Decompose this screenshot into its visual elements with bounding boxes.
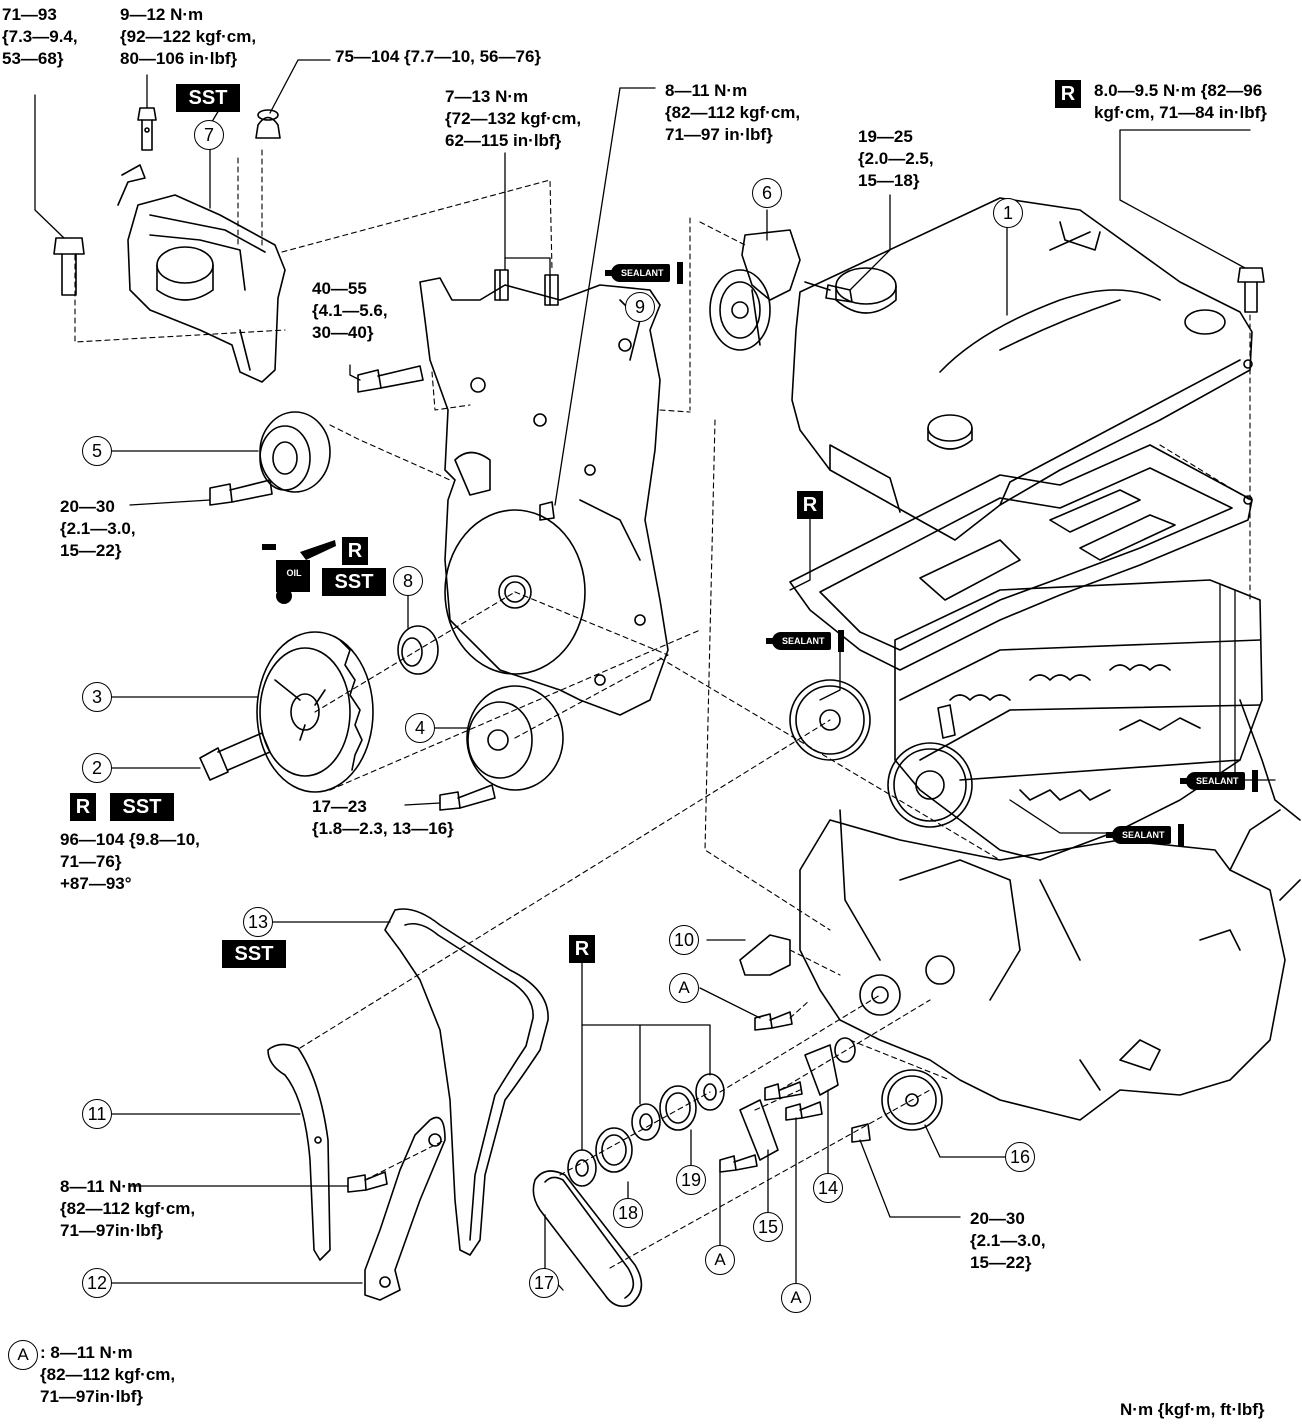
torque-spec-head-cover-bolt: 8.0—9.5 N·m {82—96 kgf·cm, 71—84 in·lbf}	[1094, 81, 1267, 122]
cover-bolt	[1237, 267, 1265, 313]
sst-tag-oil-seal: SST	[322, 568, 386, 596]
torque-spec-guide-bolt: 8—11 N·m {82—112 kgf·cm, 71—97in·lbf}	[60, 1177, 196, 1240]
front-oil-seal	[397, 625, 439, 675]
idler-pulley-4	[439, 685, 564, 811]
sealant-icon-block: SEALANT	[1106, 824, 1186, 846]
engine-mount	[117, 107, 286, 383]
oil-pump-sprocket-16	[851, 1069, 943, 1143]
callout-1: 1	[993, 198, 1023, 228]
oil-pump-chain	[532, 1170, 643, 1308]
timing-chain-cover	[419, 269, 669, 716]
callout-15: 15	[753, 1212, 783, 1242]
callout-14: 14	[813, 1173, 843, 1203]
callout-8: 8	[393, 566, 423, 596]
oil-label: OIL	[286, 568, 302, 578]
callout-3: 3	[82, 682, 112, 712]
chain-tensioner-arm-12	[364, 1116, 446, 1301]
idler-pulley-5	[209, 411, 331, 506]
mount-bolt	[53, 237, 85, 296]
callout-a-2: A	[705, 1245, 735, 1275]
replace-tag-washers: R	[569, 935, 595, 963]
sealant-label: SEALANT	[611, 264, 670, 282]
callout-18: 18	[613, 1198, 643, 1228]
cylinder-head	[894, 579, 1263, 861]
legend-callout-a: A	[8, 1340, 38, 1370]
callout-a-3: A	[781, 1283, 811, 1313]
front-cover-bolts	[357, 365, 555, 521]
replace-tag-gasket: R	[797, 491, 823, 519]
callout-11: 11	[82, 1099, 112, 1129]
sealant-label: SEALANT	[1112, 826, 1171, 844]
sst-tag-timing-chain: SST	[222, 940, 286, 968]
torque-spec-idler-4-bolt: 17—23 {1.8—2.3, 13—16}	[312, 797, 454, 838]
replace-tag-head-cover-bolt: R	[1055, 80, 1081, 108]
callout-a-1: A	[669, 973, 699, 1003]
sealant-label: SEALANT	[1186, 772, 1245, 790]
callout-4: 4	[405, 713, 435, 743]
torque-spec-crank-bolt: 96—104 {9.8—10, 71—76} +87—93°	[60, 830, 200, 893]
replace-tag-oil-seal: R	[342, 537, 368, 565]
callout-7: 7	[194, 120, 224, 150]
legend-torque-a: : 8—11 N·m {82—112 kgf·cm, 71—97in·lbf}	[40, 1343, 176, 1406]
callout-6: 6	[752, 178, 782, 208]
callout-9: 9	[625, 292, 655, 322]
torque-spec-sprocket-bolt: 20—30 {2.1—3.0, 15—22}	[970, 1209, 1046, 1272]
torque-spec-idler-bolt: 20—30 {2.1—3.0, 15—22}	[60, 497, 136, 560]
oil-can-icon	[262, 540, 336, 604]
callout-2: 2	[82, 753, 112, 783]
callout-10: 10	[669, 925, 699, 955]
sst-tag-crank-bolt: SST	[110, 793, 174, 821]
camshaft-sprockets	[789, 679, 973, 828]
cylinder-head-gasket	[789, 444, 1253, 671]
units-label: N·m {kgf·m, ft·lbf}	[1120, 1400, 1265, 1419]
callout-12: 12	[82, 1268, 112, 1298]
replace-tag-crank-bolt: R	[70, 793, 96, 821]
callout-16: 16	[1005, 1142, 1035, 1172]
drive-belt-auto-tensioner	[709, 229, 853, 351]
sealant-label: SEALANT	[772, 632, 831, 650]
torque-spec-tensioner-bolt: 19—25 {2.0—2.5, 15—18}	[858, 127, 934, 190]
washers-and-gears	[567, 1073, 725, 1187]
torque-spec-mount-bolt: 71—93 {7.3—9.4, 53—68}	[2, 5, 78, 68]
callout-19: 19	[676, 1165, 706, 1195]
torque-spec-front-cover-bolt: 40—55 {4.1—5.6, 30—40}	[312, 279, 388, 342]
timing-chain	[384, 908, 549, 1256]
crankshaft-pulley	[256, 631, 374, 793]
torque-spec-mount-nut: 75—104 {7.7—10, 56—76}	[335, 47, 542, 66]
torque-spec-cover-bolt: 8—11 N·m {82—112 kgf·cm, 71—97 in·lbf}	[665, 81, 801, 144]
sealant-icon-head-rear: SEALANT	[1180, 770, 1260, 792]
torque-spec-mount-top-bolt: 9—12 N·m {92—122 kgf·cm, 80—106 in·lbf}	[120, 5, 257, 68]
callout-13: 13	[243, 907, 273, 937]
cylinder-head-cover	[791, 197, 1253, 541]
sst-tag-mount: SST	[176, 84, 240, 112]
callout-5: 5	[82, 436, 112, 466]
crankshaft-pulley-lock-bolt	[199, 732, 271, 781]
sealant-icon-head-front: SEALANT	[766, 630, 846, 652]
torque-spec-cover-stud: 7—13 N·m {72—132 kgf·cm, 62—115 in·lbf}	[445, 87, 582, 150]
chain-guide-11	[267, 1043, 388, 1261]
callout-17: 17	[529, 1268, 559, 1298]
cylinder-block	[799, 699, 1301, 1121]
chain-tensioner-parts	[719, 934, 856, 1173]
sealant-icon-cover: SEALANT	[605, 262, 685, 284]
